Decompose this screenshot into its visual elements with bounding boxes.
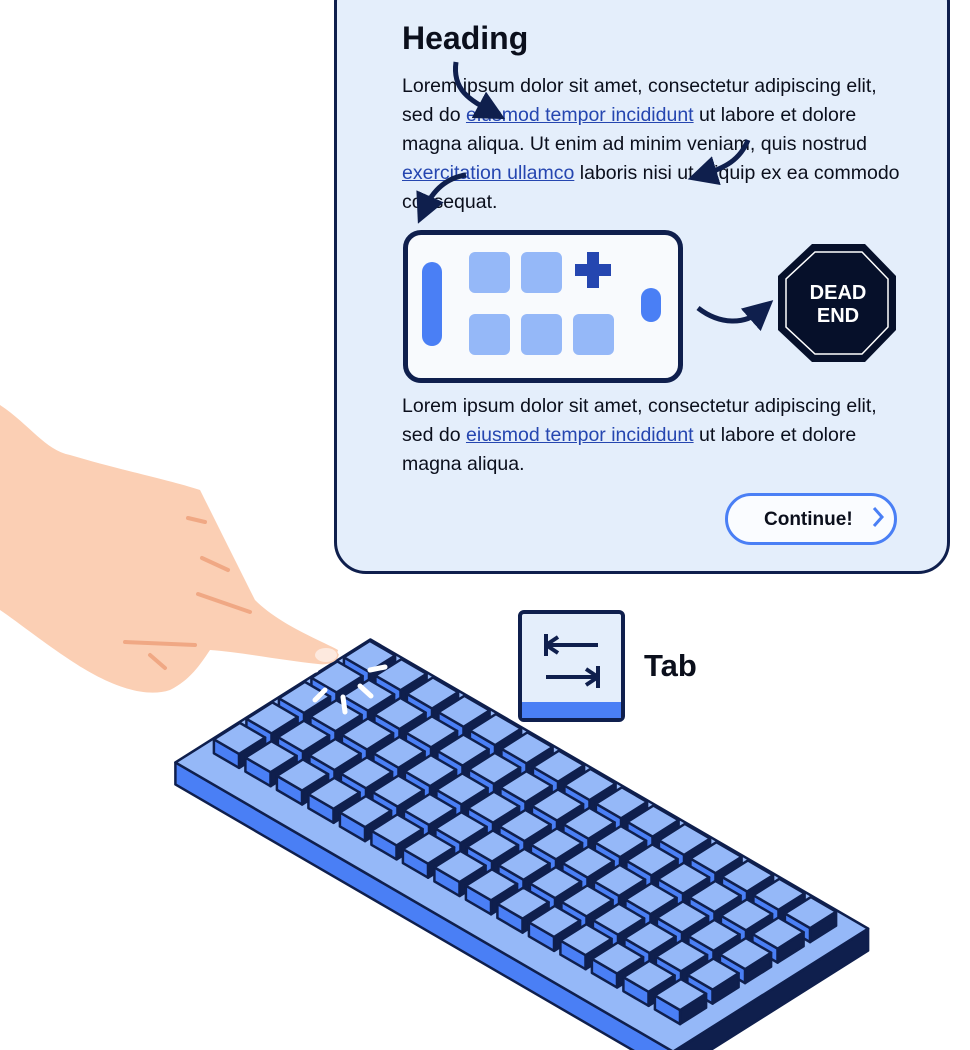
key[interactable] <box>500 731 554 765</box>
key[interactable] <box>468 712 523 747</box>
key[interactable] <box>718 936 773 971</box>
plus-icon[interactable] <box>575 252 611 288</box>
key[interactable] <box>276 719 331 753</box>
key[interactable] <box>563 767 617 802</box>
tile[interactable] <box>521 314 562 355</box>
tile[interactable] <box>573 314 614 355</box>
key[interactable] <box>499 769 553 804</box>
text: Lorem ipsum dolor sit amet, consectetur … <box>402 75 877 126</box>
key[interactable] <box>686 957 740 991</box>
key[interactable] <box>371 774 425 808</box>
tile[interactable] <box>469 252 510 293</box>
key[interactable] <box>437 694 491 729</box>
key[interactable] <box>435 772 489 806</box>
key[interactable] <box>275 758 330 792</box>
key[interactable] <box>340 717 395 751</box>
key[interactable] <box>720 859 775 893</box>
key[interactable] <box>590 941 645 975</box>
continue-label: Continue! <box>764 509 853 530</box>
key[interactable] <box>591 902 646 936</box>
key[interactable] <box>531 749 586 783</box>
key[interactable] <box>497 847 551 882</box>
key[interactable] <box>592 863 647 898</box>
page-heading: Heading <box>402 20 529 56</box>
key[interactable] <box>623 920 677 955</box>
key[interactable] <box>307 776 361 811</box>
key[interactable] <box>783 895 838 930</box>
tab-key-label: Tab <box>644 648 697 683</box>
key[interactable] <box>625 843 679 877</box>
key[interactable] <box>370 813 424 847</box>
left-scroll-handle[interactable] <box>422 262 442 346</box>
chevron-right-icon <box>872 507 885 527</box>
key[interactable] <box>626 804 680 838</box>
key[interactable] <box>752 877 806 912</box>
text: ut labore et dolore magna aliqua. <box>402 424 857 475</box>
key[interactable] <box>594 786 649 820</box>
key[interactable] <box>559 922 613 957</box>
continue-button[interactable]: Continue! <box>725 493 897 545</box>
key[interactable] <box>372 735 426 770</box>
key[interactable] <box>433 849 487 884</box>
key[interactable] <box>498 808 552 843</box>
key[interactable] <box>654 939 709 973</box>
key[interactable] <box>562 806 616 841</box>
key[interactable] <box>527 904 582 939</box>
key[interactable] <box>689 840 743 875</box>
key[interactable] <box>719 898 774 932</box>
key[interactable] <box>339 756 394 790</box>
key[interactable] <box>656 861 711 895</box>
key[interactable] <box>529 827 584 861</box>
key[interactable] <box>245 701 299 735</box>
tile[interactable] <box>469 314 510 355</box>
key[interactable] <box>657 822 712 857</box>
key[interactable] <box>622 959 676 994</box>
key[interactable] <box>434 810 488 845</box>
right-scroll-handle[interactable] <box>641 288 661 322</box>
carousel-widget <box>403 230 683 383</box>
key[interactable] <box>338 794 393 829</box>
key[interactable] <box>467 751 522 786</box>
key[interactable] <box>624 881 678 916</box>
key[interactable] <box>401 831 456 865</box>
key[interactable] <box>528 865 583 900</box>
key[interactable] <box>653 977 708 1012</box>
key[interactable] <box>465 829 520 863</box>
key[interactable] <box>403 753 458 788</box>
key[interactable] <box>655 900 710 934</box>
key[interactable] <box>530 788 585 822</box>
key[interactable] <box>404 715 459 749</box>
widget-contents <box>422 252 661 355</box>
key[interactable] <box>561 845 615 879</box>
key[interactable] <box>466 790 521 824</box>
key[interactable] <box>687 918 741 953</box>
key[interactable] <box>402 792 457 827</box>
paragraph-2: Lorem ipsum dolor sit amet, consectetur … <box>402 392 912 479</box>
key[interactable] <box>560 884 614 918</box>
text: ut labore et dolore magna aliqua. Ut eni… <box>402 104 867 155</box>
key[interactable] <box>212 721 267 756</box>
key[interactable] <box>751 916 805 950</box>
tile[interactable] <box>521 252 562 293</box>
key[interactable] <box>496 886 550 920</box>
link-eiusmod-2[interactable]: eiusmod tempor incididunt <box>465 424 694 446</box>
key[interactable] <box>436 733 490 767</box>
key[interactable] <box>308 737 362 772</box>
text: Lorem ipsum dolor sit amet, consectetur … <box>402 395 877 446</box>
key[interactable] <box>464 868 519 902</box>
key[interactable] <box>405 676 460 710</box>
key[interactable] <box>688 879 742 914</box>
link-eiusmod[interactable]: eiusmod tempor incididunt <box>465 104 694 126</box>
key[interactable] <box>593 824 648 859</box>
key[interactable] <box>244 739 298 774</box>
